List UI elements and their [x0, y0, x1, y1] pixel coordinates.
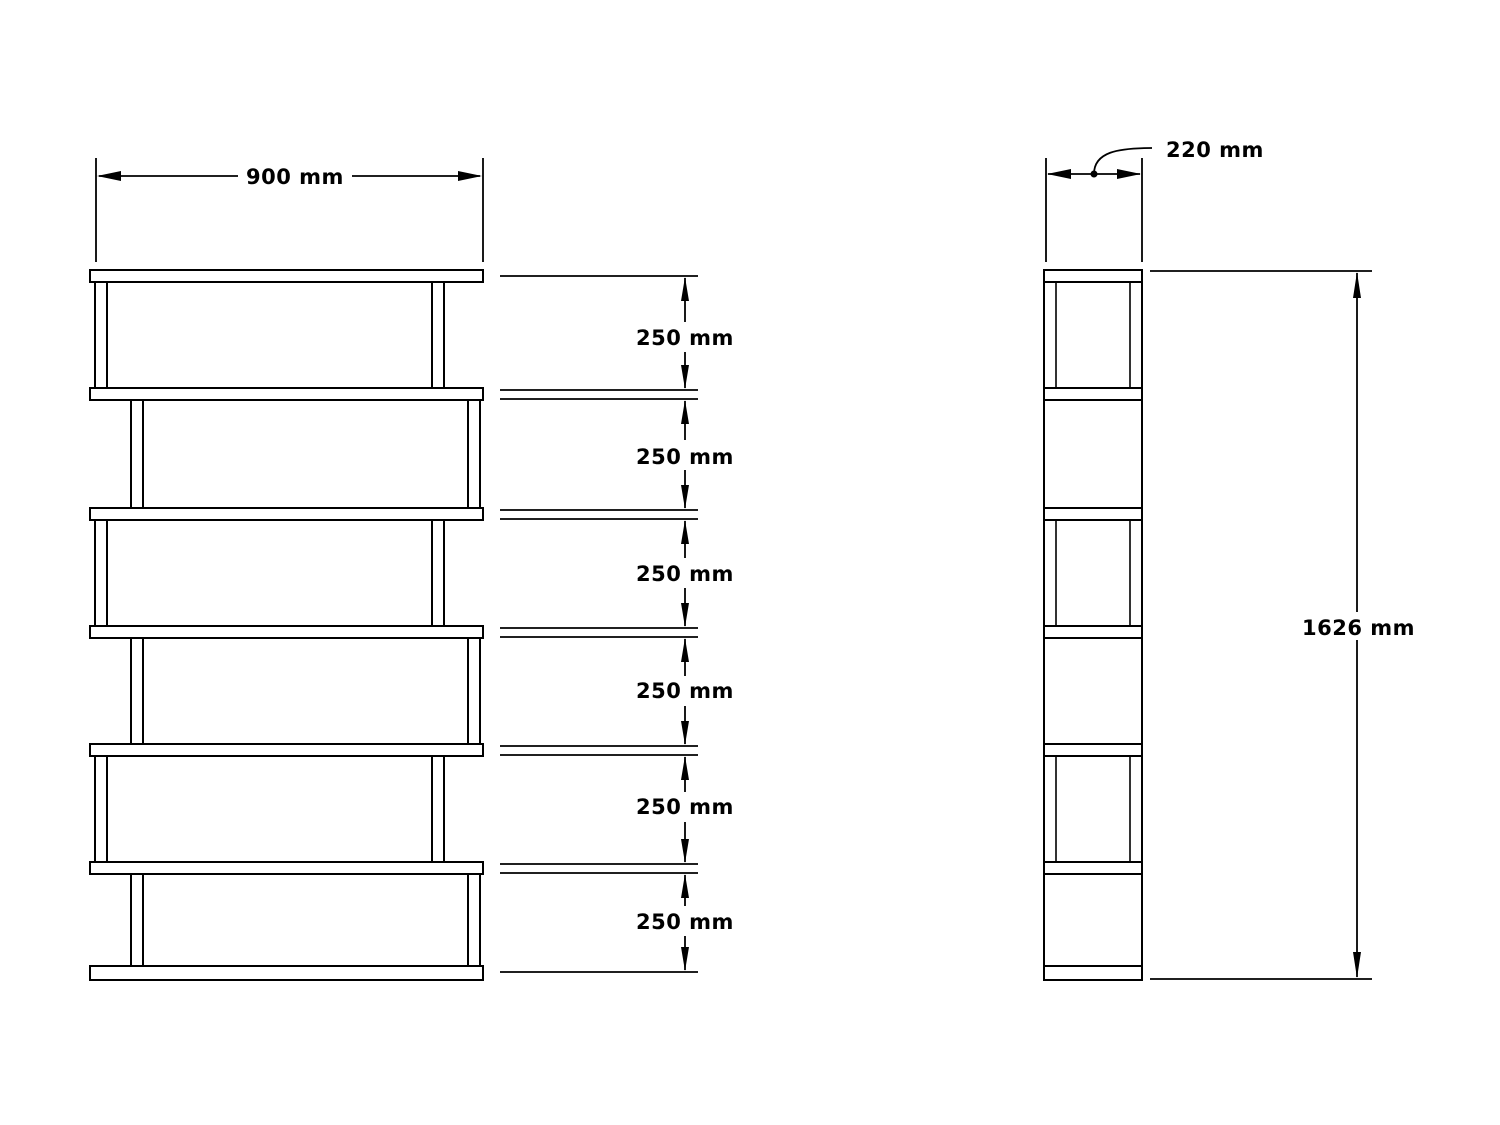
- dim-arrow-1-down-icon: [681, 365, 689, 389]
- compartment-5-height-label: 250 mm: [636, 795, 734, 819]
- divider-panel-6-left: [130, 873, 144, 967]
- dim-arrow-5-up-icon: [681, 756, 689, 780]
- depth-arrow-left-icon: [1047, 169, 1071, 179]
- compartment-6: [130, 873, 481, 967]
- side-cell-3: [1055, 520, 1131, 626]
- dim-arrow-4-down-icon: [681, 721, 689, 745]
- dimension-segment-2: 250 mm: [636, 400, 734, 509]
- divider-panel-2-left: [130, 399, 144, 509]
- divider-panel-1-left: [94, 281, 108, 389]
- height-label-backdrop: [1300, 612, 1422, 640]
- dim-arrow-2-down-icon: [681, 485, 689, 509]
- compartment-4: [130, 637, 481, 745]
- width-dimension-label: 900 mm: [246, 165, 344, 189]
- height-extension-lines: [500, 275, 698, 973]
- dimension-segment-3: 250 mm: [636, 520, 734, 627]
- depth-dimension-label: 220 mm: [1166, 138, 1264, 162]
- compartment-5: [94, 755, 445, 863]
- dim-arrow-2-up-icon: [681, 400, 689, 424]
- dimension-segment-4: 250 mm: [636, 638, 734, 745]
- dimension-segment-5: 250 mm: [636, 756, 734, 863]
- shelf-boards-group: [89, 269, 484, 981]
- compartment-1: [94, 281, 445, 389]
- dimension-segment-6: 250 mm: [636, 874, 734, 971]
- dim-arrow-1-up-icon: [681, 277, 689, 301]
- dim-arrow-5-down-icon: [681, 839, 689, 863]
- side-cell-1: [1055, 282, 1131, 388]
- divider-panel-5-left: [94, 755, 108, 863]
- compartment-3-height-label: 250 mm: [636, 562, 734, 586]
- dim-arrow-4-up-icon: [681, 638, 689, 662]
- dimension-segment-1: 250 mm: [636, 277, 734, 389]
- shelf-board-3: [89, 507, 484, 521]
- shelf-board-bottom: [89, 965, 484, 981]
- dim-arrow-3-down-icon: [681, 603, 689, 627]
- divider-panel-3-left: [94, 519, 108, 627]
- height-arrow-up-icon: [1353, 272, 1361, 298]
- dim-arrow-6-down-icon: [681, 947, 689, 971]
- compartment-height-dimensions: 250 mm 250 mm 250 mm 250 mm: [500, 275, 734, 973]
- compartment-4-height-label: 250 mm: [636, 679, 734, 703]
- total-height-dimension-label: 1626 mm: [1302, 616, 1415, 640]
- depth-arrow-right-icon: [1117, 169, 1141, 179]
- shelf-board-6: [89, 861, 484, 875]
- depth-leader-curve: [1093, 147, 1153, 175]
- height-arrow-down-icon: [1353, 952, 1361, 978]
- shelf-board-5: [89, 743, 484, 757]
- dim-arrow-3-up-icon: [681, 520, 689, 544]
- compartment-2: [130, 399, 481, 509]
- side-cell-5: [1055, 756, 1131, 862]
- divider-panel-4-right: [467, 637, 481, 745]
- dim-arrow-6-up-icon: [681, 874, 689, 898]
- shelf-board-2: [89, 387, 484, 401]
- compartment-1-height-label: 250 mm: [636, 326, 734, 350]
- divider-panel-4-left: [130, 637, 144, 745]
- shelf-board-top: [89, 269, 484, 283]
- side-elevation-view: [1043, 269, 1143, 981]
- compartment-3: [94, 519, 445, 627]
- compartment-6-height-label: 250 mm: [636, 910, 734, 934]
- width-arrow-right-icon: [458, 171, 482, 181]
- divider-panel-2-right: [467, 399, 481, 509]
- height-dimension-1626: 1626 mm: [1150, 270, 1422, 980]
- front-elevation-view: [89, 269, 484, 981]
- shelf-board-4: [89, 625, 484, 639]
- compartment-2-height-label: 250 mm: [636, 445, 734, 469]
- width-dimension-900: 900 mm: [95, 158, 484, 262]
- depth-dimension-220: 220 mm: [1045, 138, 1264, 262]
- divider-panel-6-right: [467, 873, 481, 967]
- width-arrow-left-icon: [97, 171, 121, 181]
